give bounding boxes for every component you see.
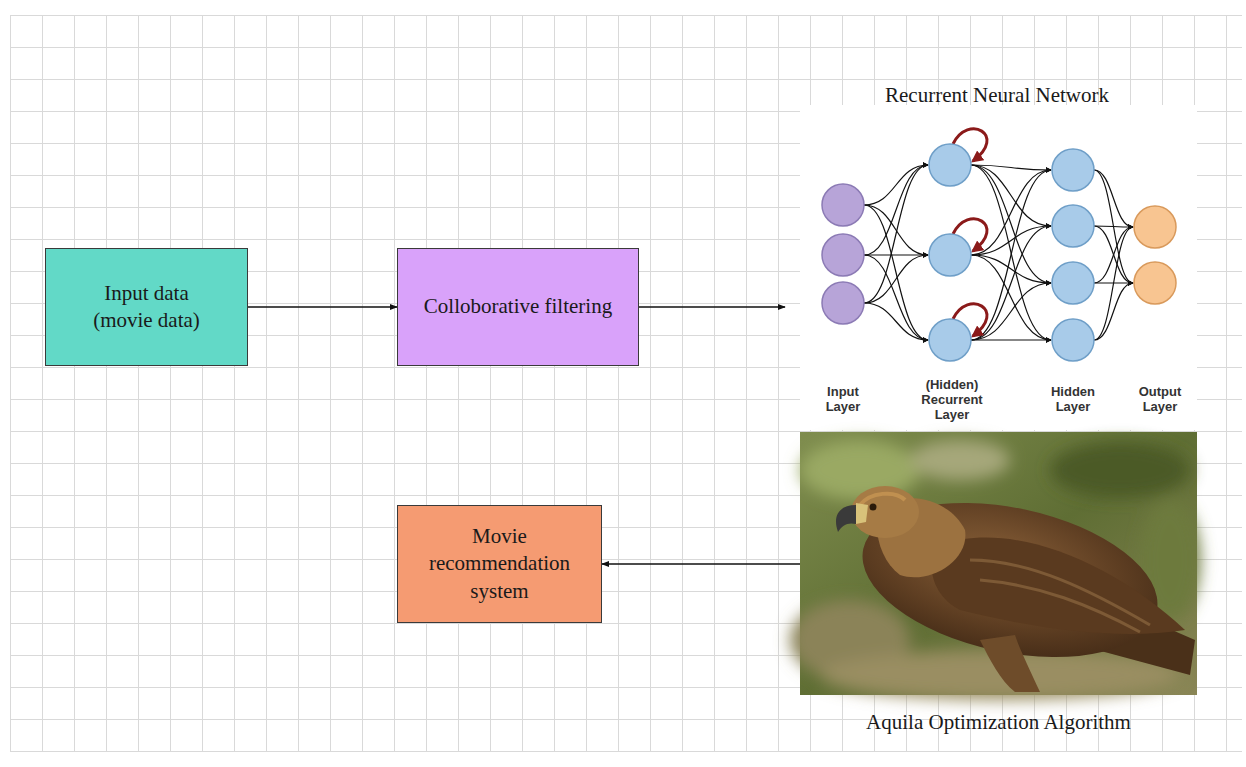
- node-text: Movie recommendation system: [417, 523, 582, 605]
- neuron-link: [864, 303, 928, 340]
- neuron-link: [1094, 226, 1133, 227]
- arrow-connector: [639, 306, 785, 307]
- node-text: Input data (movie data): [79, 280, 214, 335]
- neuron-link: [864, 254, 928, 255]
- rnn-links: [864, 165, 1133, 340]
- input-neuron: [822, 184, 864, 226]
- process-box: Movie recommendation system: [397, 505, 602, 623]
- input-neuron: [822, 282, 864, 324]
- layer-label: Output Layer: [1131, 384, 1189, 414]
- rnn-figure: Recurrent Neural Network: [785, 80, 1209, 430]
- recurrent-neuron: [929, 319, 971, 361]
- neuron-link: [864, 165, 928, 303]
- neuron-link: [864, 165, 928, 255]
- neuron-link: [971, 255, 1051, 283]
- neuron-link: [971, 170, 1051, 340]
- neuron-link: [864, 205, 928, 340]
- neuron-link: [1094, 170, 1133, 227]
- layer-label: Hidden Layer: [1044, 384, 1102, 414]
- layer-label: Input Layer: [812, 384, 874, 414]
- neuron-link: [1094, 227, 1133, 283]
- neuron-link: [971, 283, 1051, 340]
- arrow-connector: [602, 563, 800, 564]
- eagle-photo: [790, 432, 1200, 700]
- rnn-neurons: [822, 144, 1176, 361]
- neuron-link: [971, 165, 1051, 226]
- arrow-connector: [248, 306, 397, 307]
- neuron-link: [971, 165, 1051, 340]
- node-text: Recurrent Neural Network: [885, 82, 1109, 109]
- hidden-neuron: [1052, 149, 1094, 191]
- aquila-figure: Aquila Optimization Algorithm: [800, 432, 1197, 744]
- layer-label: (Hidden) Recurrent Layer: [913, 377, 991, 422]
- hidden-neuron: [1052, 205, 1094, 247]
- hidden-neuron: [1052, 319, 1094, 361]
- neuron-link: [971, 339, 1051, 340]
- hidden-neuron: [1052, 262, 1094, 304]
- output-neuron: [1134, 262, 1176, 304]
- neuron-link: [864, 255, 928, 303]
- output-neuron: [1134, 206, 1176, 248]
- node-text: Aquila Optimization Algorithm: [866, 709, 1131, 736]
- rnn-ground: [800, 105, 1197, 430]
- input-neuron: [822, 234, 864, 276]
- recurrent-neuron: [929, 234, 971, 276]
- neuron-link: [1094, 226, 1133, 283]
- neuron-link: [1094, 170, 1133, 283]
- recurrent-neuron: [929, 144, 971, 186]
- neuron-link: [1094, 283, 1133, 340]
- node-text: Colloborative filtering: [424, 293, 612, 320]
- neuron-link: [864, 205, 928, 255]
- neuron-link: [1094, 227, 1133, 340]
- process-box: Input data (movie data): [45, 248, 248, 366]
- process-box: Colloborative filtering: [397, 248, 639, 366]
- neuron-link: [864, 165, 928, 205]
